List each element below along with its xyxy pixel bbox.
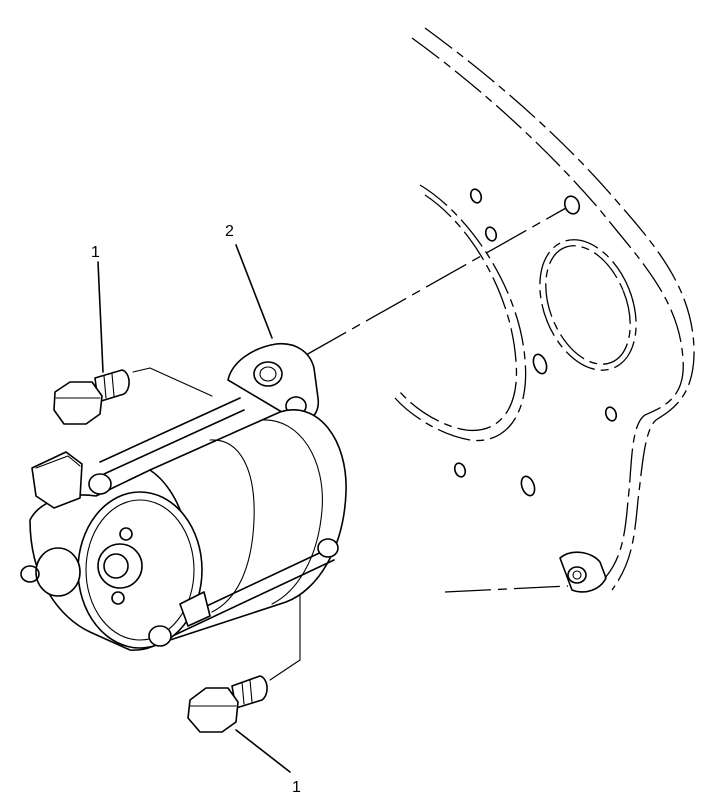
hex-bolt-top-icon xyxy=(53,369,130,425)
callout-starter: 2 xyxy=(225,223,234,240)
hex-bolt-bottom-icon xyxy=(187,675,268,733)
callout-bolt-top: 1 xyxy=(91,244,100,261)
leader-lines xyxy=(97,244,291,773)
housing-plate xyxy=(394,27,695,593)
starter-motor-icon xyxy=(20,343,347,651)
callout-bolt-bottom: 1 xyxy=(292,779,301,796)
